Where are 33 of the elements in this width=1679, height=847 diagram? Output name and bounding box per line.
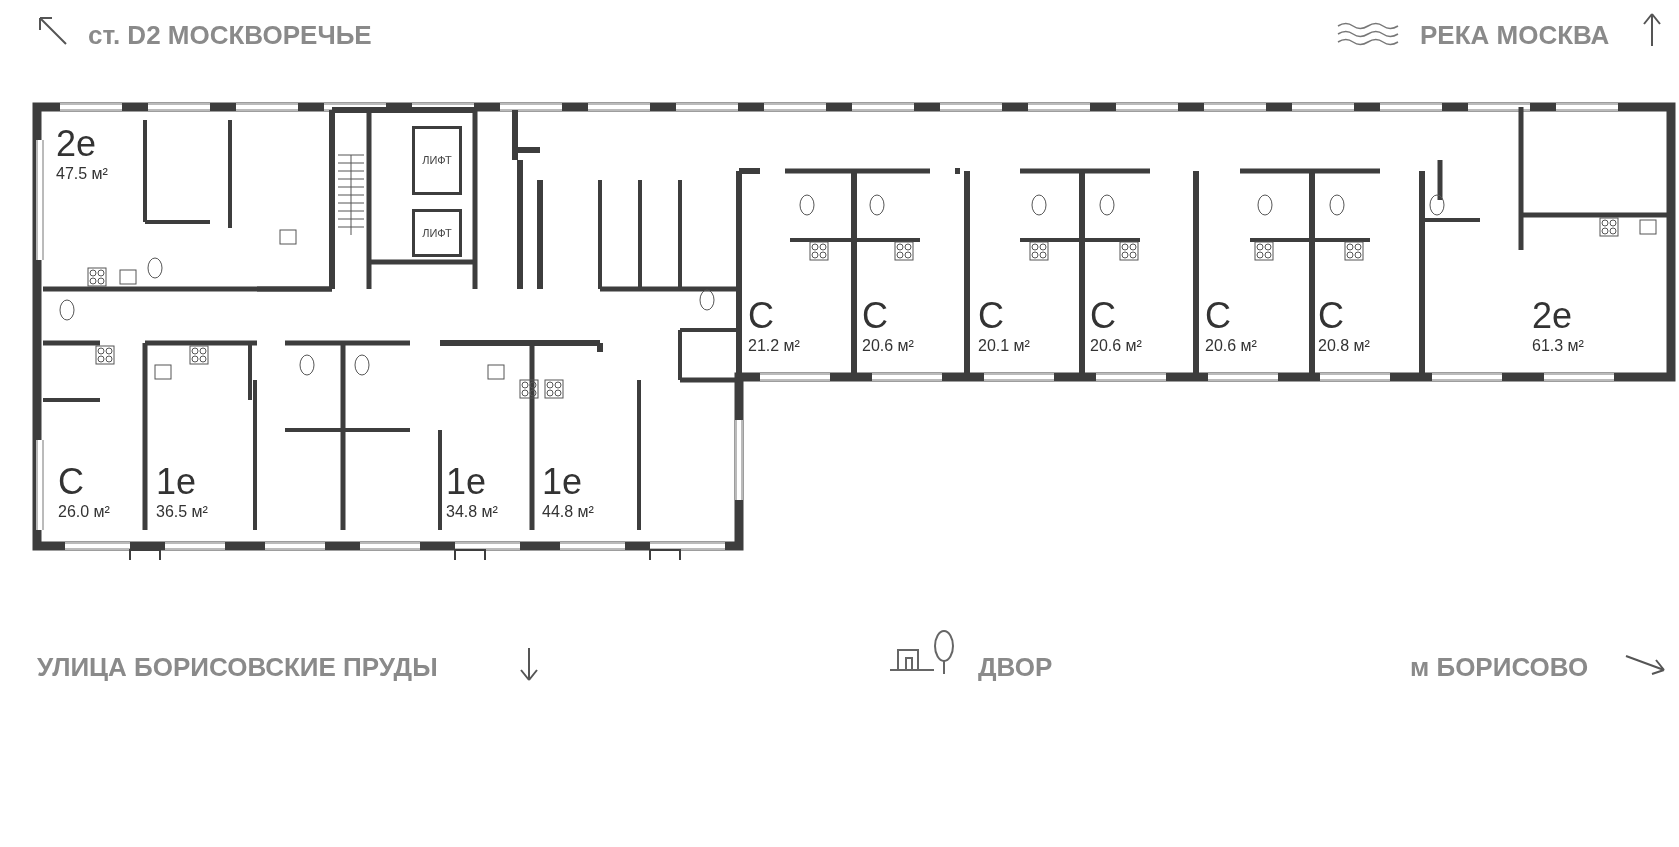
area-label: 20.1 м² [978,336,1030,356]
direction-label: УЛИЦА БОРИСОВСКИЕ ПРУДЫ [37,651,438,684]
area-label: 20.6 м² [1090,336,1142,356]
direction-label: ДВОР [978,651,1053,684]
unit-type: 2e [56,124,97,164]
unit-type: С [1318,296,1344,336]
area-label: 47.5 м² [56,164,108,184]
area-label: 34.8 м² [446,502,498,522]
elevator-box [412,209,462,257]
elevator-label: ЛИФТ [422,153,452,169]
direction-label: РЕКА МОСКВА [1420,19,1610,52]
direction-label: м БОРИСОВО [1410,651,1589,684]
area-label: 44.8 м² [542,502,594,522]
area-label: 21.2 м² [748,336,800,356]
unit-type: С [748,296,774,336]
unit-type: С [1205,296,1231,336]
area-label: 20.6 м² [862,336,914,356]
elevator-label: ЛИФТ [422,225,452,241]
unit-type: 2e [1532,296,1573,336]
area-label: 61.3 м² [1532,336,1584,356]
area-label: 20.8 м² [1318,336,1370,356]
area-label: 36.5 м² [156,502,208,522]
area-label: 20.6 м² [1205,336,1257,356]
unit-type: С [862,296,888,336]
unit-type: С [58,462,84,502]
unit-type: С [978,296,1004,336]
elevator-box [412,126,462,195]
unit-type: 1e [156,462,197,502]
direction-label: ст. D2 МОСКВОРЕЧЬЕ [88,19,372,52]
unit-type: 1e [542,462,583,502]
area-label: 26.0 м² [58,502,110,522]
unit-type: 1e [446,462,487,502]
unit-type: С [1090,296,1116,336]
